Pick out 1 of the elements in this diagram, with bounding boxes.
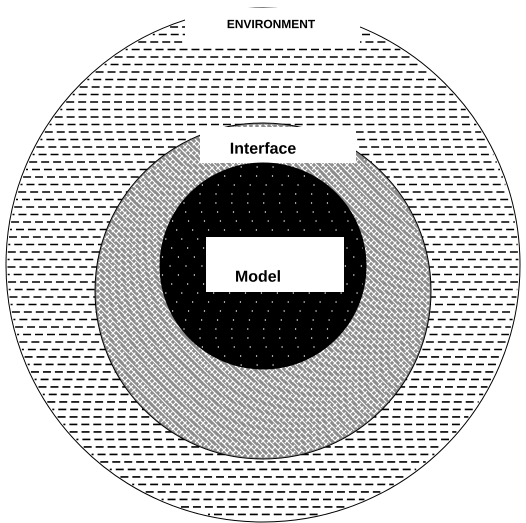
ring-region: Model <box>160 162 366 370</box>
